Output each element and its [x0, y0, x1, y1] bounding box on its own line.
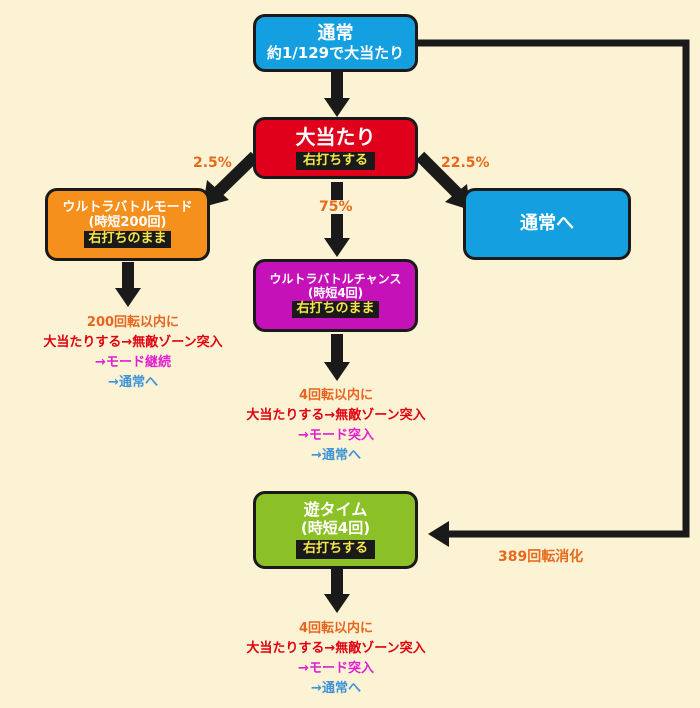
node-ultra-mode-title: ウルトラバトルモード [62, 199, 193, 215]
node-asobi-title: 遊タイム [303, 500, 368, 520]
note-mode-line2: 大当たりする→無敵ゾーン突入 [43, 335, 223, 350]
arrowhead-normal-to-jackpot [324, 98, 350, 117]
node-ultra-chance: ウルトラバトルチャンス (時短4回) 右打ちのまま [253, 259, 418, 332]
arrow-jackpot-to-mode [213, 151, 260, 197]
arrowhead-normal-to-asobi [428, 521, 449, 547]
node-asobi-tag: 右打ちする [295, 539, 375, 559]
node-normal: 通常 約1/129で大当たり [253, 14, 418, 72]
node-to-normal-title: 通常へ [520, 212, 574, 234]
arrow-jackpot-to-normal [415, 151, 465, 201]
arrowhead-jackpot-to-chance [324, 238, 350, 257]
node-asobi-sub: (時短4回) [300, 518, 371, 537]
arrowhead-asobi-to-note [324, 594, 350, 613]
node-ultra-chance-tag: 右打ちのまま [292, 301, 379, 319]
note-mode-line4: →通常へ [108, 375, 158, 390]
note-chance: 4回転以内に 大当たりする→無敵ゾーン突入 →モード突入 →通常へ [210, 386, 462, 466]
edge-label-asobi-trigger: 389回転消化 [498, 549, 584, 565]
note-asobi-line2: 大当たりする→無敵ゾーン突入 [246, 641, 426, 656]
note-asobi-line1: 4回転以内に [298, 621, 374, 636]
note-asobi-line4: →通常へ [311, 681, 361, 696]
arrowhead-chance-to-note [324, 362, 350, 381]
note-chance-line2: 大当たりする→無敵ゾーン突入 [246, 408, 426, 423]
note-mode-line1: 200回転以内に [86, 315, 180, 330]
percentage-center: 75% [319, 199, 353, 215]
node-jackpot-tag: 右打ちする [295, 151, 375, 171]
node-asobi-time: 遊タイム (時短4回) 右打ちする [253, 491, 418, 569]
node-to-normal: 通常へ [463, 188, 631, 260]
node-ultra-mode-sub: (時短200回) [88, 214, 167, 230]
percentage-left: 2.5% [193, 155, 232, 171]
note-chance-line1: 4回転以内に [298, 388, 374, 403]
node-normal-sub: 約1/129で大当たり [266, 43, 405, 62]
note-asobi-line3: →モード突入 [298, 661, 374, 676]
node-jackpot-title: 大当たり [295, 124, 376, 149]
node-ultra-mode: ウルトラバトルモード (時短200回) 右打ちのまま [45, 188, 210, 261]
note-asobi: 4回転以内に 大当たりする→無敵ゾーン突入 →モード突入 →通常へ [210, 619, 462, 699]
node-normal-title: 通常 [317, 23, 354, 45]
node-ultra-chance-sub: (時短4回) [307, 285, 364, 300]
arrowhead-mode-to-note [115, 288, 141, 307]
note-mode-line3: →モード継続 [95, 355, 171, 370]
note-chance-line3: →モード突入 [298, 428, 374, 443]
arrow-normal-to-asobi [418, 39, 690, 538]
node-ultra-mode-tag: 右打ちのまま [84, 231, 171, 249]
node-jackpot: 大当たり 右打ちする [253, 117, 418, 179]
node-ultra-chance-title: ウルトラバトルチャンス [269, 271, 402, 286]
note-chance-line4: →通常へ [311, 448, 361, 463]
percentage-right: 22.5% [441, 155, 490, 171]
note-mode: 200回転以内に 大当たりする→無敵ゾーン突入 →モード継続 →通常へ [8, 313, 258, 393]
